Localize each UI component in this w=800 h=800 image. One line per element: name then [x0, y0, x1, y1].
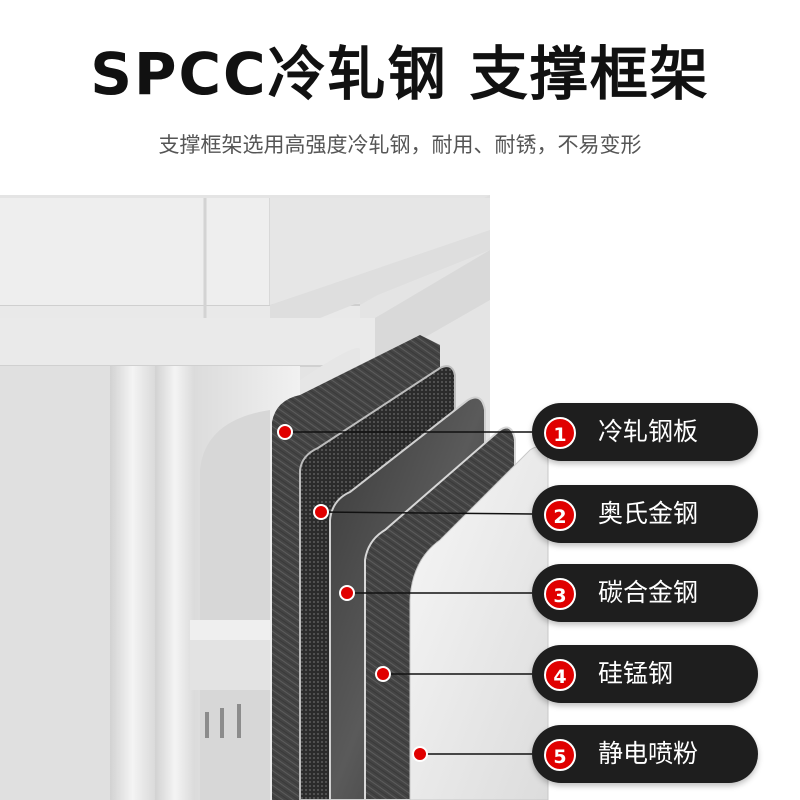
layer-label-3: 3 碳合金钢 [532, 564, 758, 622]
layer-5-marker [412, 746, 428, 762]
plate-powder-coating [409, 446, 549, 800]
layer-1-marker [277, 424, 293, 440]
layer-3-marker [339, 585, 355, 601]
layer-label-text: 奥氏金钢 [598, 499, 699, 528]
page-subtitle: 支撑框架选用高强度冷轧钢，耐用、耐锈，不易变形 [158, 133, 642, 157]
layer-2-marker [313, 504, 329, 520]
layer-number-badge: 4 [544, 659, 576, 691]
layer-number-badge: 1 [544, 417, 576, 449]
layer-label-text: 静电喷粉 [598, 739, 699, 768]
layer-label-text: 碳合金钢 [598, 578, 699, 607]
layer-label-5: 5 静电喷粉 [532, 725, 758, 783]
page-title: SPCC冷轧钢 支撑框架 [90, 40, 710, 108]
layer-number-badge: 3 [544, 578, 576, 610]
layer-label-4: 4 硅锰钢 [532, 645, 758, 703]
layer-number-badge: 2 [544, 499, 576, 531]
layer-label-1: 1 冷轧钢板 [532, 403, 758, 461]
layer-4-marker [375, 666, 391, 682]
layer-number-badge: 5 [544, 739, 576, 771]
layer-label-text: 冷轧钢板 [598, 417, 699, 446]
layer-label-text: 硅锰钢 [598, 659, 674, 688]
layer-label-2: 2 奥氏金钢 [532, 485, 758, 543]
